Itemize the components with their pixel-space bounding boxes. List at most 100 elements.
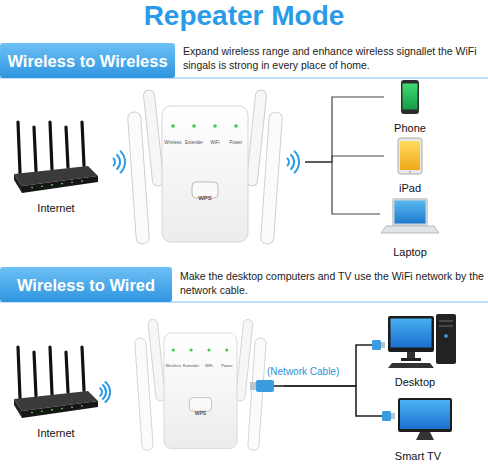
device-caption: Smart TV [395,450,441,463]
node-art [108,86,305,252]
monitor-stand [407,352,415,358]
router-antenna [18,122,20,173]
text-slot: Extender [184,130,205,148]
text-slot: Internet [10,198,102,216]
tv-stand [416,432,434,440]
drive-slot [439,325,453,327]
signal-bracket [305,156,384,162]
tv-screen [400,400,450,429]
text-slot: Wireless [163,130,184,148]
indicator-label: WiFi [211,141,220,146]
signal-bracket [305,162,380,214]
monitor-screen [391,319,432,348]
text-slot: Smart TV [382,446,454,464]
power-button [444,334,448,338]
router-antenna [34,352,36,396]
cable-stub [274,385,284,387]
section-band: Wireless to Wired [0,267,172,302]
router-antenna [50,122,52,169]
router-led [81,405,83,407]
router-led [61,183,63,185]
repeater-antenna [246,90,267,187]
text-slot: Desktop [372,372,458,390]
status-led [172,348,175,351]
router-antenna [66,127,68,167]
router-drawing [14,347,98,418]
router-antenna [34,127,36,171]
text-slot: (Network Cable) [266,361,340,379]
status-led [190,348,193,351]
text-slot: Laptop [380,242,440,260]
wifi-wave [288,158,289,165]
repeater-antenna [127,112,149,245]
router-led [41,185,43,187]
text-slot: Internet [10,423,102,441]
wifi-wave [295,151,299,172]
laptop-screen [395,201,426,224]
status-led [225,348,228,351]
desktop-icon: Desktop [372,312,458,386]
indicator-label: Wireless [164,141,181,146]
wifi-wave [100,388,102,396]
text-slot: WiFi [200,353,218,371]
indicator-label: Extender [185,141,203,146]
tv-frame [398,398,452,432]
repeater-antenna [143,90,164,187]
plug-tip [391,413,395,419]
text-slot: Wireless to Wireless [0,43,175,78]
repeater-antenna [148,319,166,401]
status-led [213,124,217,128]
home-button [409,171,411,173]
router-icon: Internet [10,343,102,437]
router-antenna [66,352,68,392]
router-front [22,401,98,418]
laptop-lid [392,198,428,226]
button-label: WPS [195,411,207,416]
text-slot: iPad [384,178,436,196]
page-title: Repeater Mode [0,0,488,32]
indicator-label: Power [230,141,243,146]
cable-plug [382,411,391,421]
router-antenna [82,347,84,390]
indicator-label: Power [221,364,232,368]
router-led [51,409,53,411]
wifi-wave [121,151,125,172]
text-slot: Phone [384,118,436,136]
phone-screen [403,84,418,110]
device-caption: Phone [394,122,426,135]
device-caption: Internet [37,427,74,440]
text-slot: Power [218,353,236,371]
title-slot: Repeater Mode [0,0,488,32]
router-led [51,184,53,186]
text-slot: Wireless [164,353,182,371]
description-text: Expand wireless range and enhance wirele… [183,45,484,72]
router-side [14,399,22,418]
repeater-antenna [134,338,153,451]
wps-button [189,398,211,412]
node-art [372,312,458,386]
node-art [118,316,284,454]
router-side [14,174,22,193]
laptop-base [381,226,439,233]
section-band: Wireless to Wireless [0,43,175,78]
text-slot: Expand wireless range and enhance wirele… [183,45,484,72]
repeater-antenna [248,338,267,451]
drive-slot [439,320,453,322]
signal-bracket [305,97,384,162]
router-led [61,408,63,410]
status-led [234,124,238,128]
text-slot: Power [226,130,247,148]
laptop-icon: Laptop [380,198,440,256]
wifi-wave [105,382,110,402]
plug-tip [250,382,256,390]
cable-plug [256,380,274,392]
repeater-device: WirelessExtenderWiFiPowerWPS [118,316,284,454]
cable-label: (Network Cable) [266,366,340,378]
router-antenna [50,347,52,394]
device-caption: Laptop [393,246,427,259]
status-led [171,124,175,128]
router-antenna [82,122,84,165]
node-art [10,116,102,212]
device-caption: Internet [37,202,74,215]
